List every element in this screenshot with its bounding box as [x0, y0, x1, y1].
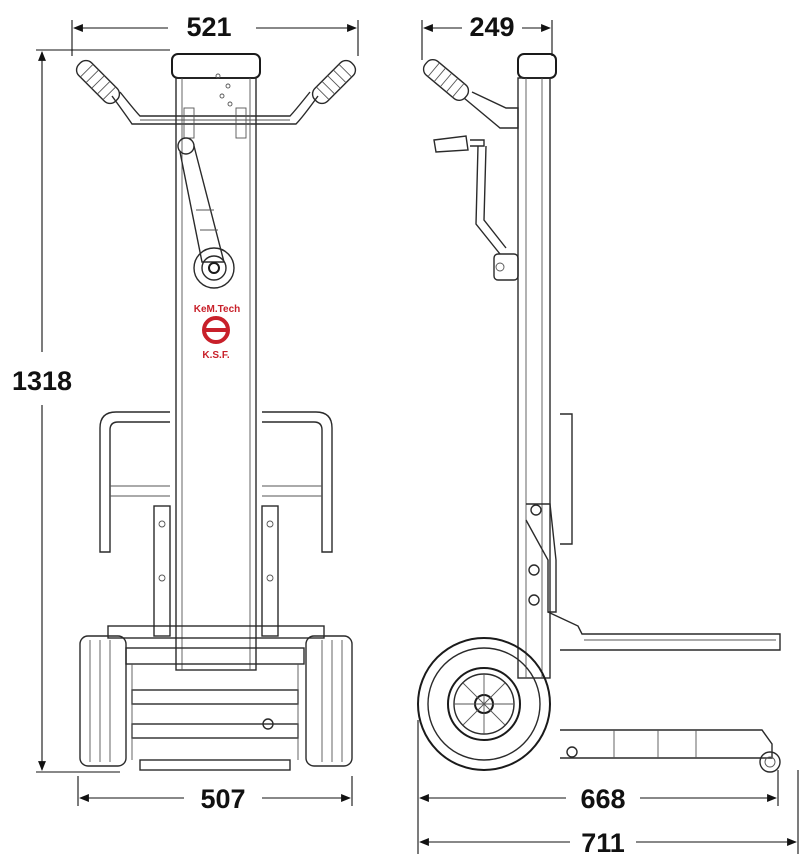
- dim-label-front-width-top: 521: [186, 12, 231, 42]
- dim-side-top: 249: [421, 12, 553, 60]
- dim-label-side-depth-top: 249: [469, 12, 514, 42]
- front-view: 521 1318 507: [12, 12, 359, 814]
- side-handle: [422, 58, 519, 129]
- front-right-wheel: [305, 635, 353, 767]
- side-view: 249 668 711: [417, 12, 799, 854]
- dim-side-length: 668: [417, 720, 779, 854]
- dim-front-bottom: 507: [77, 776, 353, 814]
- front-handlebar: [75, 59, 357, 125]
- side-rear-caster: [759, 751, 781, 773]
- logo-brand-text: KeM.Tech: [194, 304, 241, 315]
- front-side-frames: [99, 411, 333, 637]
- side-grip: [422, 58, 470, 102]
- dim-label-front-width-bottom: 507: [200, 784, 245, 814]
- right-grip: [311, 59, 357, 105]
- front-base: [79, 625, 353, 771]
- side-mast: [517, 53, 557, 679]
- side-carriage: [525, 413, 573, 613]
- side-crank: [433, 135, 519, 281]
- dim-front-top: 521: [71, 12, 359, 56]
- front-crank: [177, 137, 235, 289]
- side-main-wheel: [417, 637, 551, 771]
- front-mast: [171, 53, 261, 671]
- dim-label-side-length: 668: [580, 784, 625, 814]
- left-grip: [75, 59, 121, 105]
- logo-sub-text: K.S.F.: [202, 350, 229, 361]
- dim-total-height: 1318: [12, 49, 170, 773]
- side-platform: [547, 611, 781, 773]
- dim-side-total-length: 711: [419, 770, 799, 854]
- front-left-wheel: [79, 635, 127, 767]
- brand-logo: KeM.Tech K.S.F.: [194, 304, 241, 361]
- dim-label-total-height: 1318: [12, 366, 72, 396]
- dim-label-side-total-length: 711: [581, 828, 625, 854]
